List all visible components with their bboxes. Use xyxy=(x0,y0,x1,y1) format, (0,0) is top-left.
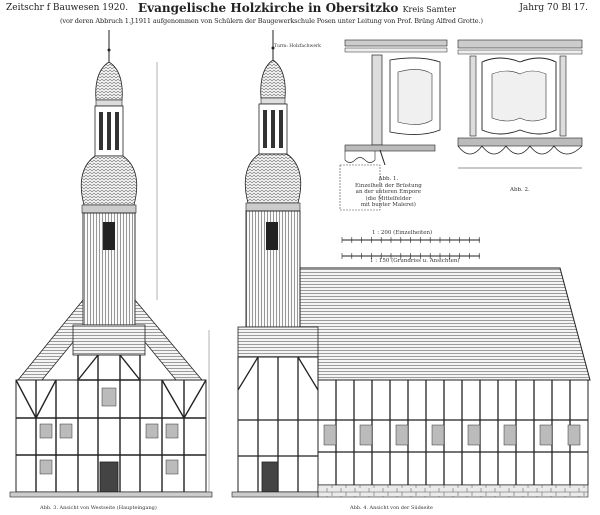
fig4-caption: Abb. 4. Ansicht von der Südseite xyxy=(350,505,433,511)
nave-window xyxy=(567,424,581,446)
fig3-caption: Abb. 3. Ansicht von Westseite (Haupteing… xyxy=(40,505,157,511)
nave-window xyxy=(359,424,373,446)
nave-window xyxy=(467,424,481,446)
fig2-caption: Abb. 2. xyxy=(510,187,530,193)
fig1-caption-title: Abb. 1. xyxy=(378,176,399,182)
fig1-caption: Abb. 1. Einzelheit der Brüstung an der u… xyxy=(355,176,422,209)
tower-bulb-upper xyxy=(95,61,123,101)
south-facade-elevation xyxy=(231,30,591,498)
detail-fig2-panel xyxy=(457,39,583,169)
west-porch-roof xyxy=(72,324,146,356)
detail-fig1-balustrade xyxy=(339,39,448,211)
plate-title-main: Evangelische Holzkirche in Obersitzko xyxy=(138,1,399,15)
nave-window xyxy=(395,424,409,446)
stone-plinth xyxy=(317,484,589,498)
plate-title-suffix: Kreis Samter xyxy=(402,5,456,14)
nave-window xyxy=(503,424,517,446)
nave-window xyxy=(431,424,445,446)
nave-roof xyxy=(299,267,591,381)
nave-window xyxy=(539,424,553,446)
fig1-caption-line3: an der unteren Empore xyxy=(355,189,422,195)
journal-header-right: Jahrg 70 Bl 17. xyxy=(519,3,588,13)
journal-header-left: Zeitschr f Bauwesen 1920. xyxy=(6,3,129,13)
fig1-caption-line5: mit bunter Malerei) xyxy=(360,202,416,208)
plate-title: Evangelische Holzkirche in Obersitzko Kr… xyxy=(138,1,456,15)
tower-note: Turm: Holzfachwerk xyxy=(274,44,321,49)
west-facade-elevation xyxy=(9,30,213,498)
fig1-caption-line4: (die Mittelfelder xyxy=(365,195,412,202)
scale-bars xyxy=(341,237,480,259)
plate-credits: (vor deren Abbruch 1.J.1911 aufgenommen … xyxy=(60,17,483,25)
fig1-caption-line2: Einzelheit der Brüstung xyxy=(355,182,422,189)
nave-window xyxy=(323,424,337,446)
scale-label-elevations: 1 : 150 (Grundriss u. Ansichten) xyxy=(370,258,460,264)
west-main-door xyxy=(99,461,119,493)
scale-label-details: 1 : 200 (Einzelheiten) xyxy=(372,230,433,236)
tower-bulb-lower xyxy=(80,155,138,206)
